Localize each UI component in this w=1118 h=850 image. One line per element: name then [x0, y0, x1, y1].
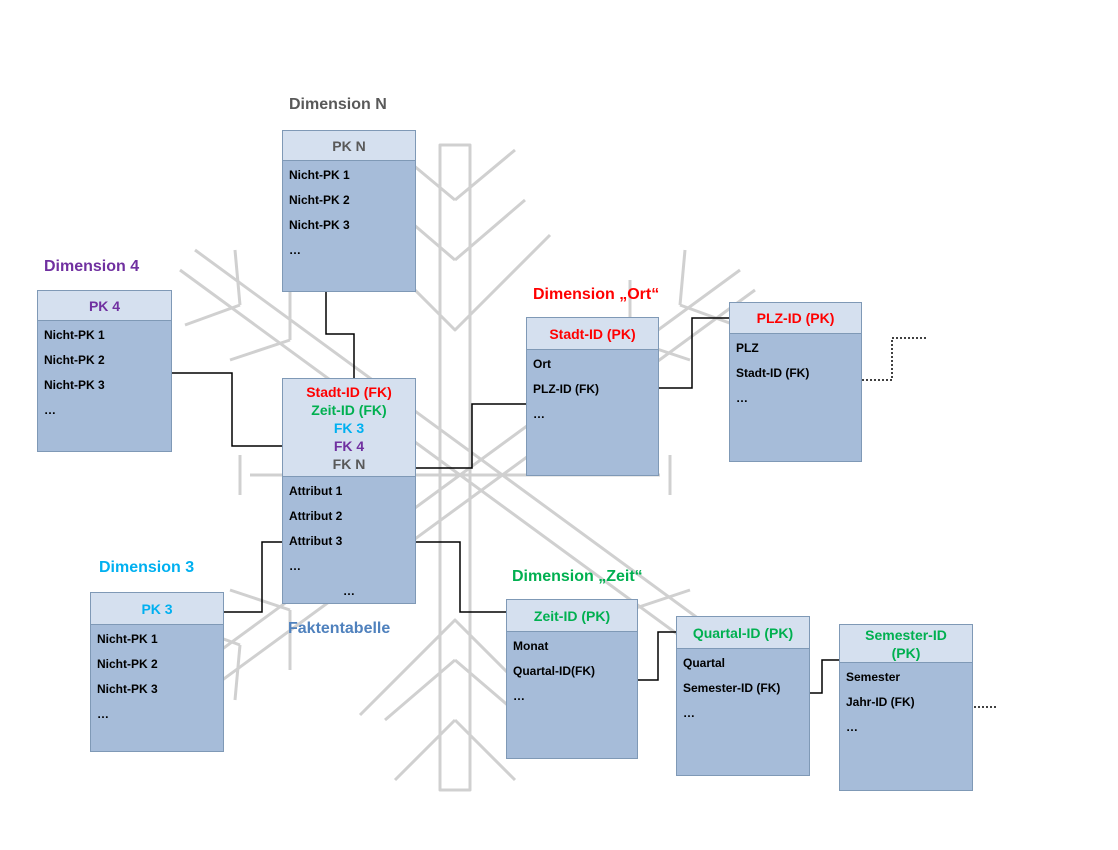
- table-row: …: [44, 403, 56, 417]
- dimension-ort-label: Dimension „Ort“: [533, 286, 660, 303]
- table-header: PK 3: [91, 593, 223, 625]
- fk-stadt-id: Stadt-ID (FK): [306, 383, 392, 400]
- table-row: Nicht-PK 1: [289, 168, 350, 182]
- dimension-n-label: Dimension N: [289, 96, 387, 113]
- table-row: Nicht-PK 2: [289, 193, 350, 207]
- table-row: PLZ-ID (FK): [533, 382, 599, 396]
- table-row: Semester: [846, 670, 901, 684]
- ort-table: Stadt-ID (PK) Ort PLZ-ID (FK) …: [526, 317, 659, 476]
- table-row: …: [533, 407, 545, 421]
- table-row: …: [97, 707, 109, 721]
- dimension-n-table: PK N Nicht-PK 1 Nicht-PK 2 Nicht-PK 3 …: [282, 130, 416, 292]
- table-row: …: [289, 559, 301, 573]
- table-row: Quartal: [683, 656, 726, 670]
- semester-table: Semester-ID (PK) Semester Jahr-ID (FK) …: [839, 624, 973, 791]
- plz-table: PLZ-ID (PK) PLZ Stadt-ID (FK) …: [729, 302, 862, 462]
- dimension-4-label: Dimension 4: [44, 258, 140, 275]
- continuation-plz: [862, 337, 926, 381]
- table-row: Nicht-PK 3: [289, 218, 350, 232]
- table-row: Stadt-ID (FK): [736, 366, 810, 380]
- fact-table: Stadt-ID (FK) Zeit-ID (FK) FK 3 FK 4 FK …: [282, 378, 416, 604]
- table-row: …: [513, 689, 525, 703]
- table-row: Jahr-ID (FK): [846, 695, 915, 709]
- fk-3: FK 3: [333, 419, 365, 436]
- table-header: PK N: [283, 131, 415, 161]
- table-header: Stadt-ID (PK): [527, 318, 658, 350]
- connector-semester: [810, 659, 840, 694]
- table-row: …: [343, 584, 355, 598]
- table-row: PLZ: [736, 341, 759, 355]
- table-header: Semester-ID (PK): [840, 625, 972, 663]
- connector-dim-3: [224, 541, 284, 613]
- table-row: Semester-ID (FK): [683, 681, 781, 695]
- table-row: Monat: [513, 639, 549, 653]
- table-row: Attribut 3: [289, 534, 343, 548]
- dimension-4-table: PK 4 Nicht-PK 1 Nicht-PK 2 Nicht-PK 3 …: [37, 290, 172, 452]
- fk-n: FK N: [332, 455, 366, 472]
- table-row: …: [683, 706, 695, 720]
- quartal-table: Quartal-ID (PK) Quartal Semester-ID (FK)…: [676, 616, 810, 776]
- connector-plz: [658, 317, 730, 389]
- table-header: Quartal-ID (PK): [677, 617, 809, 649]
- fk-4: FK 4: [333, 437, 365, 454]
- fact-table-header: Stadt-ID (FK) Zeit-ID (FK) FK 3 FK 4 FK …: [283, 379, 415, 477]
- table-row: Attribut 2: [289, 509, 343, 523]
- table-row: …: [289, 243, 301, 257]
- connector-dim-4: [172, 372, 284, 447]
- table-row: Attribut 1: [289, 484, 343, 498]
- dimension-3-table: PK 3 Nicht-PK 1 Nicht-PK 2 Nicht-PK 3 …: [90, 592, 224, 752]
- table-row: Nicht-PK 2: [97, 657, 158, 671]
- table-row: …: [846, 720, 858, 734]
- table-row: Nicht-PK 2: [44, 353, 105, 367]
- table-header: PK 4: [38, 291, 171, 321]
- table-row: …: [736, 391, 748, 405]
- table-row: Nicht-PK 1: [97, 632, 158, 646]
- table-row: Ort: [533, 357, 551, 371]
- fk-zeit-id: Zeit-ID (FK): [311, 401, 387, 418]
- table-row: Nicht-PK 3: [97, 682, 158, 696]
- zeit-table: Zeit-ID (PK) Monat Quartal-ID(FK) …: [506, 599, 638, 759]
- connector-quartal: [638, 631, 677, 681]
- table-header: Zeit-ID (PK): [507, 600, 637, 632]
- table-row: Quartal-ID(FK): [513, 664, 595, 678]
- table-header: PLZ-ID (PK): [730, 303, 861, 334]
- connector-dim-n: [325, 292, 355, 378]
- connector-ort: [416, 403, 527, 469]
- faktentabelle-label: Faktentabelle: [288, 620, 391, 637]
- dimension-zeit-label: Dimension „Zeit“: [512, 568, 643, 585]
- dimension-3-label: Dimension 3: [99, 559, 195, 576]
- connector-zeit: [416, 541, 507, 613]
- table-row: Nicht-PK 3: [44, 378, 105, 392]
- table-row: Nicht-PK 1: [44, 328, 105, 342]
